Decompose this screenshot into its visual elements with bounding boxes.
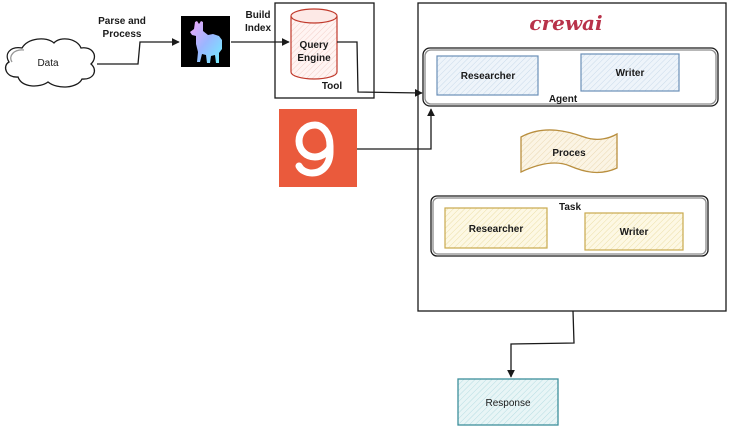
task-researcher-node: Researcher: [444, 207, 548, 249]
process-label: Proces: [552, 148, 586, 159]
build-index-label-line2: Index: [245, 23, 272, 34]
build-index-label-line1: Build: [246, 10, 271, 21]
search-tool-glyph-icon: [295, 121, 334, 177]
agent-writer-label: Writer: [616, 68, 645, 79]
response-node: Response: [457, 378, 559, 426]
query-engine-label-line2: Engine: [297, 53, 331, 64]
parse-process-label-line1: Parse and: [98, 16, 146, 27]
task-group: Task Researcher Writer: [430, 195, 709, 257]
tool-label: Tool: [322, 81, 343, 92]
query-engine-cylinder: [290, 8, 338, 80]
process-wave-shape: [520, 129, 618, 174]
edge-query-engine-to-agent: [337, 41, 423, 97]
edge-search-tool-to-agent: [357, 108, 435, 150]
data-label: Data: [37, 58, 59, 69]
edge-data-to-llamaindex: [97, 38, 180, 65]
crewai-logo-text: crewai: [529, 11, 602, 35]
crew-container: crewai Researcher Writer Agent Proces Ta…: [417, 2, 727, 312]
agent-label: Agent: [549, 94, 578, 105]
edge-crew-to-response: [507, 310, 575, 378]
task-writer-label: Writer: [620, 227, 649, 238]
data-source-node: Data: [4, 38, 96, 88]
query-engine-label-line1: Query: [300, 40, 329, 51]
task-writer-node: Writer: [584, 212, 684, 251]
search-tool-logo: [279, 109, 357, 187]
agent-writer-node: Writer: [580, 53, 680, 92]
agent-researcher-node: Researcher: [436, 55, 539, 96]
agent-researcher-label: Researcher: [461, 71, 516, 82]
agent-group: Researcher Writer Agent: [422, 47, 719, 107]
response-label: Response: [485, 398, 530, 409]
llamaindex-logo: [181, 16, 230, 67]
parse-process-label-line2: Process: [103, 29, 142, 40]
process-node: Proces: [520, 129, 618, 174]
task-researcher-label: Researcher: [469, 224, 524, 235]
data-cloud-shape: [4, 38, 96, 88]
llama-icon: [190, 21, 222, 63]
task-label: Task: [559, 202, 581, 213]
tool-container: Query Engine Tool: [274, 2, 375, 99]
